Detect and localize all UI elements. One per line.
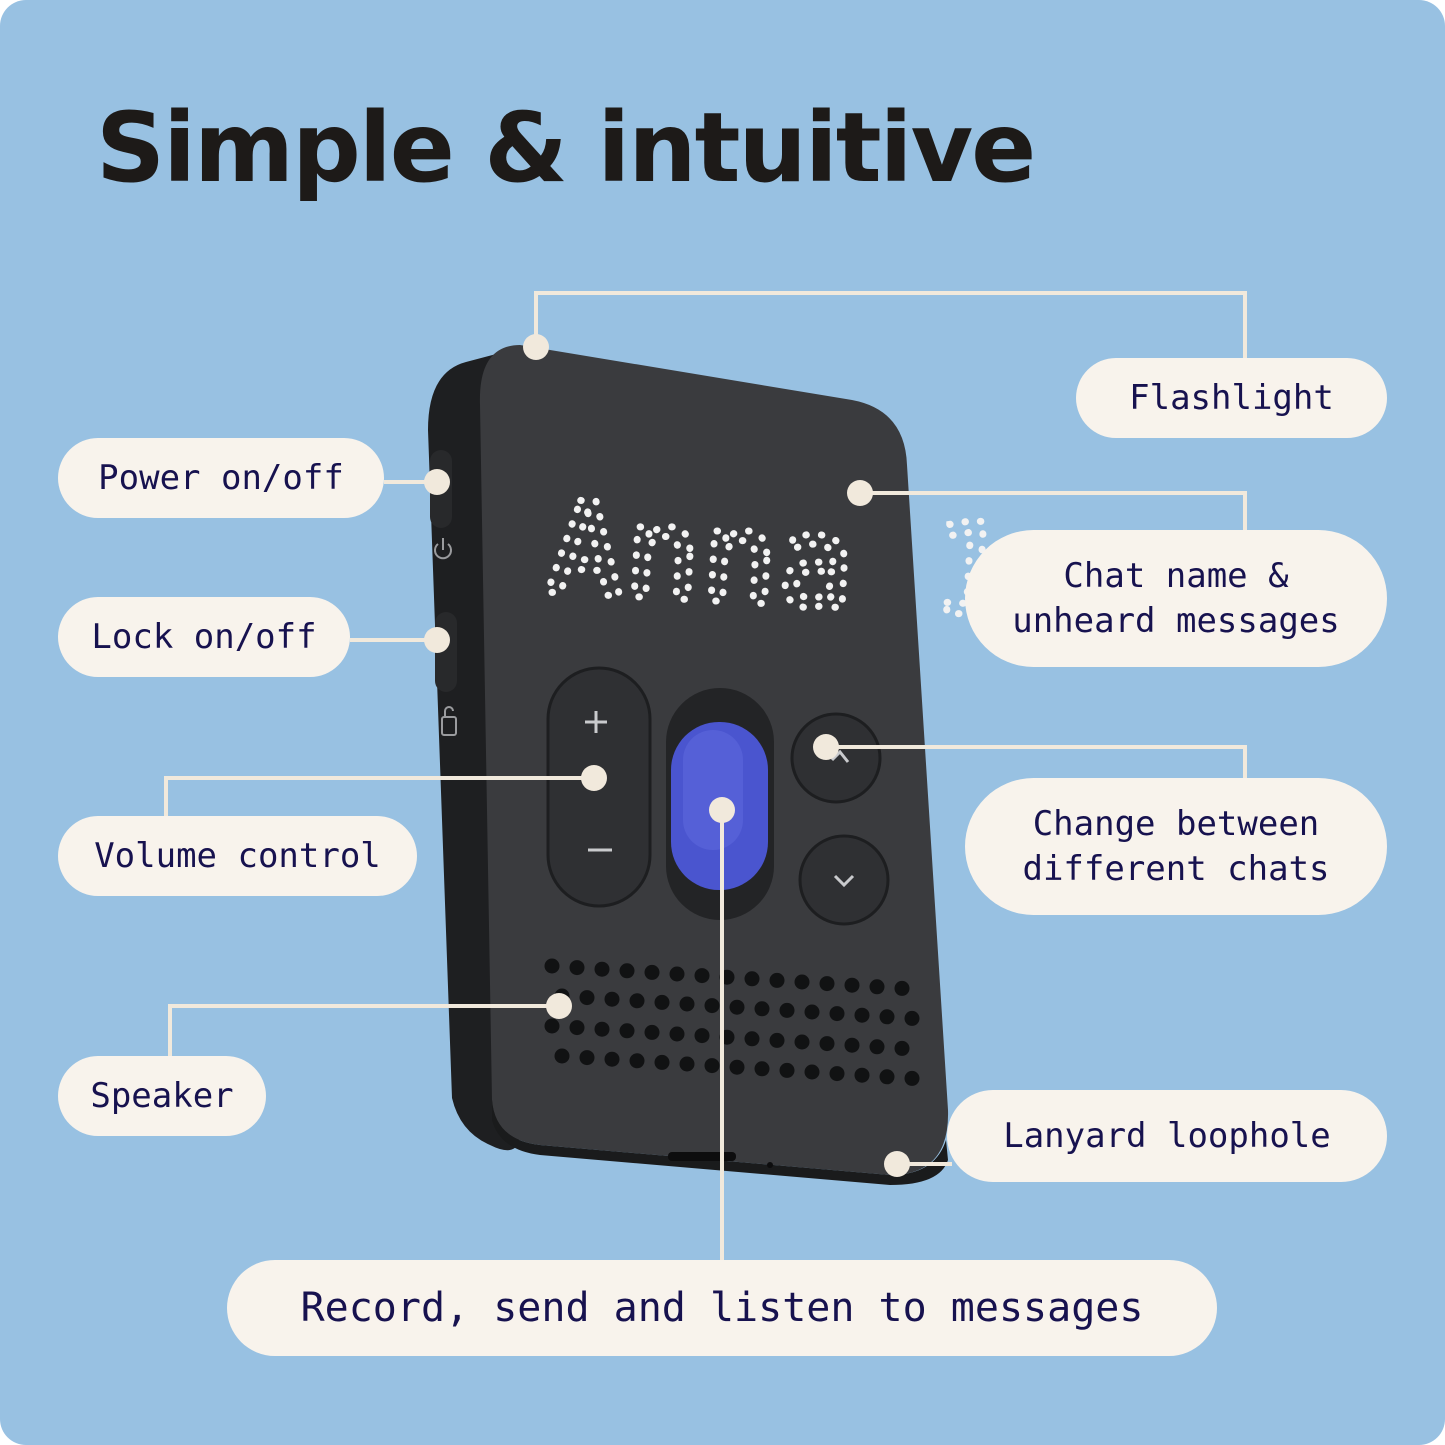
speaker-hole [569,1020,585,1036]
speaker-hole [854,1007,870,1023]
microphone-hole [767,1162,773,1168]
speaker-hole [579,1050,595,1066]
speaker-hole [654,994,670,1010]
dot-power [424,469,450,495]
speaker-hole [879,1069,895,1085]
speaker-hole [679,996,695,1012]
speaker-hole [804,1004,820,1020]
speaker-hole [654,1054,670,1070]
dot-flashlight [523,334,549,360]
speaker-hole [554,1048,570,1064]
label-change-chats: Change between different chats [965,778,1387,915]
speaker-hole [754,1001,770,1017]
speaker-hole [579,990,595,1006]
device: Anna 1 [428,345,1016,1185]
label-record: Record, send and listen to messages [227,1260,1217,1356]
speaker-hole [694,1028,710,1044]
speaker-hole [904,1010,920,1026]
label-chat-name: Chat name & unheard messages [965,530,1387,667]
speaker-hole [794,974,810,990]
plus-icon [585,711,607,733]
speaker-hole [744,1031,760,1047]
speaker-hole [854,1067,870,1083]
leader-chat-name [860,491,1247,532]
screen-text: Anna 1 [543,474,1013,647]
dot-speaker [546,993,572,1019]
usb-port [668,1152,736,1161]
dot-change-chats [813,734,839,760]
dot-lock [424,627,450,653]
speaker-hole [604,1051,620,1067]
dot-record [709,797,735,823]
speaker-hole [844,1037,860,1053]
speaker-hole [694,968,710,984]
speaker-hole [729,1059,745,1075]
leader-change-chats [826,745,1247,780]
speaker-hole [779,1002,795,1018]
speaker-hole [604,991,620,1007]
speaker-hole [894,980,910,996]
speaker-hole [644,1024,660,1040]
speaker-hole [769,972,785,988]
label-lanyard: Lanyard loophole [947,1090,1387,1182]
speaker-hole [769,1032,785,1048]
speaker-hole [729,999,745,1015]
speaker-hole [869,979,885,995]
speaker-hole [829,1066,845,1082]
label-volume: Volume control [58,816,417,896]
speaker-hole [744,971,760,987]
speaker-hole [629,1053,645,1069]
speaker-hole [754,1061,770,1077]
speaker-hole [544,1018,560,1034]
speaker-hole [679,1056,695,1072]
speaker-hole [879,1009,895,1025]
chevron-down-icon [833,874,855,888]
speaker-hole [644,964,660,980]
speaker-hole [569,960,585,976]
leader-volume [164,776,594,818]
speaker-hole [669,1026,685,1042]
lock-icon [441,706,457,736]
speaker-hole [794,1034,810,1050]
speaker-hole [594,961,610,977]
headline: Simple & intuitive [96,92,1036,204]
speaker-grille [544,958,920,1086]
speaker-hole [869,1039,885,1055]
anchor-dots [424,334,910,1177]
label-power: Power on/off [58,438,384,518]
speaker-hole [779,1062,795,1078]
speaker-hole [704,1058,720,1074]
speaker-hole [829,1006,845,1022]
speaker-hole [904,1070,920,1086]
speaker-hole [544,958,560,974]
speaker-hole [619,1023,635,1039]
speaker-hole [819,976,835,992]
speaker-hole [819,1036,835,1052]
dot-volume [581,765,607,791]
speaker-hole [804,1064,820,1080]
chat-down-button[interactable] [798,834,890,926]
leader-speaker [168,1004,559,1058]
label-lock: Lock on/off [58,597,350,677]
speaker-hole [704,998,720,1014]
dot-chat-name [847,480,873,506]
record-button-highlight [683,730,743,850]
power-icon [434,538,452,560]
speaker-hole [669,966,685,982]
speaker-hole [619,963,635,979]
speaker-hole [629,993,645,1009]
speaker-hole [894,1040,910,1056]
label-speaker: Speaker [58,1056,266,1136]
dot-lanyard [884,1151,910,1177]
speaker-hole [844,977,860,993]
label-flashlight: Flashlight [1076,358,1387,438]
speaker-hole [594,1021,610,1037]
leader-lines [164,291,1247,1262]
leader-flashlight [534,291,1247,360]
chevron-up-icon [830,749,850,763]
